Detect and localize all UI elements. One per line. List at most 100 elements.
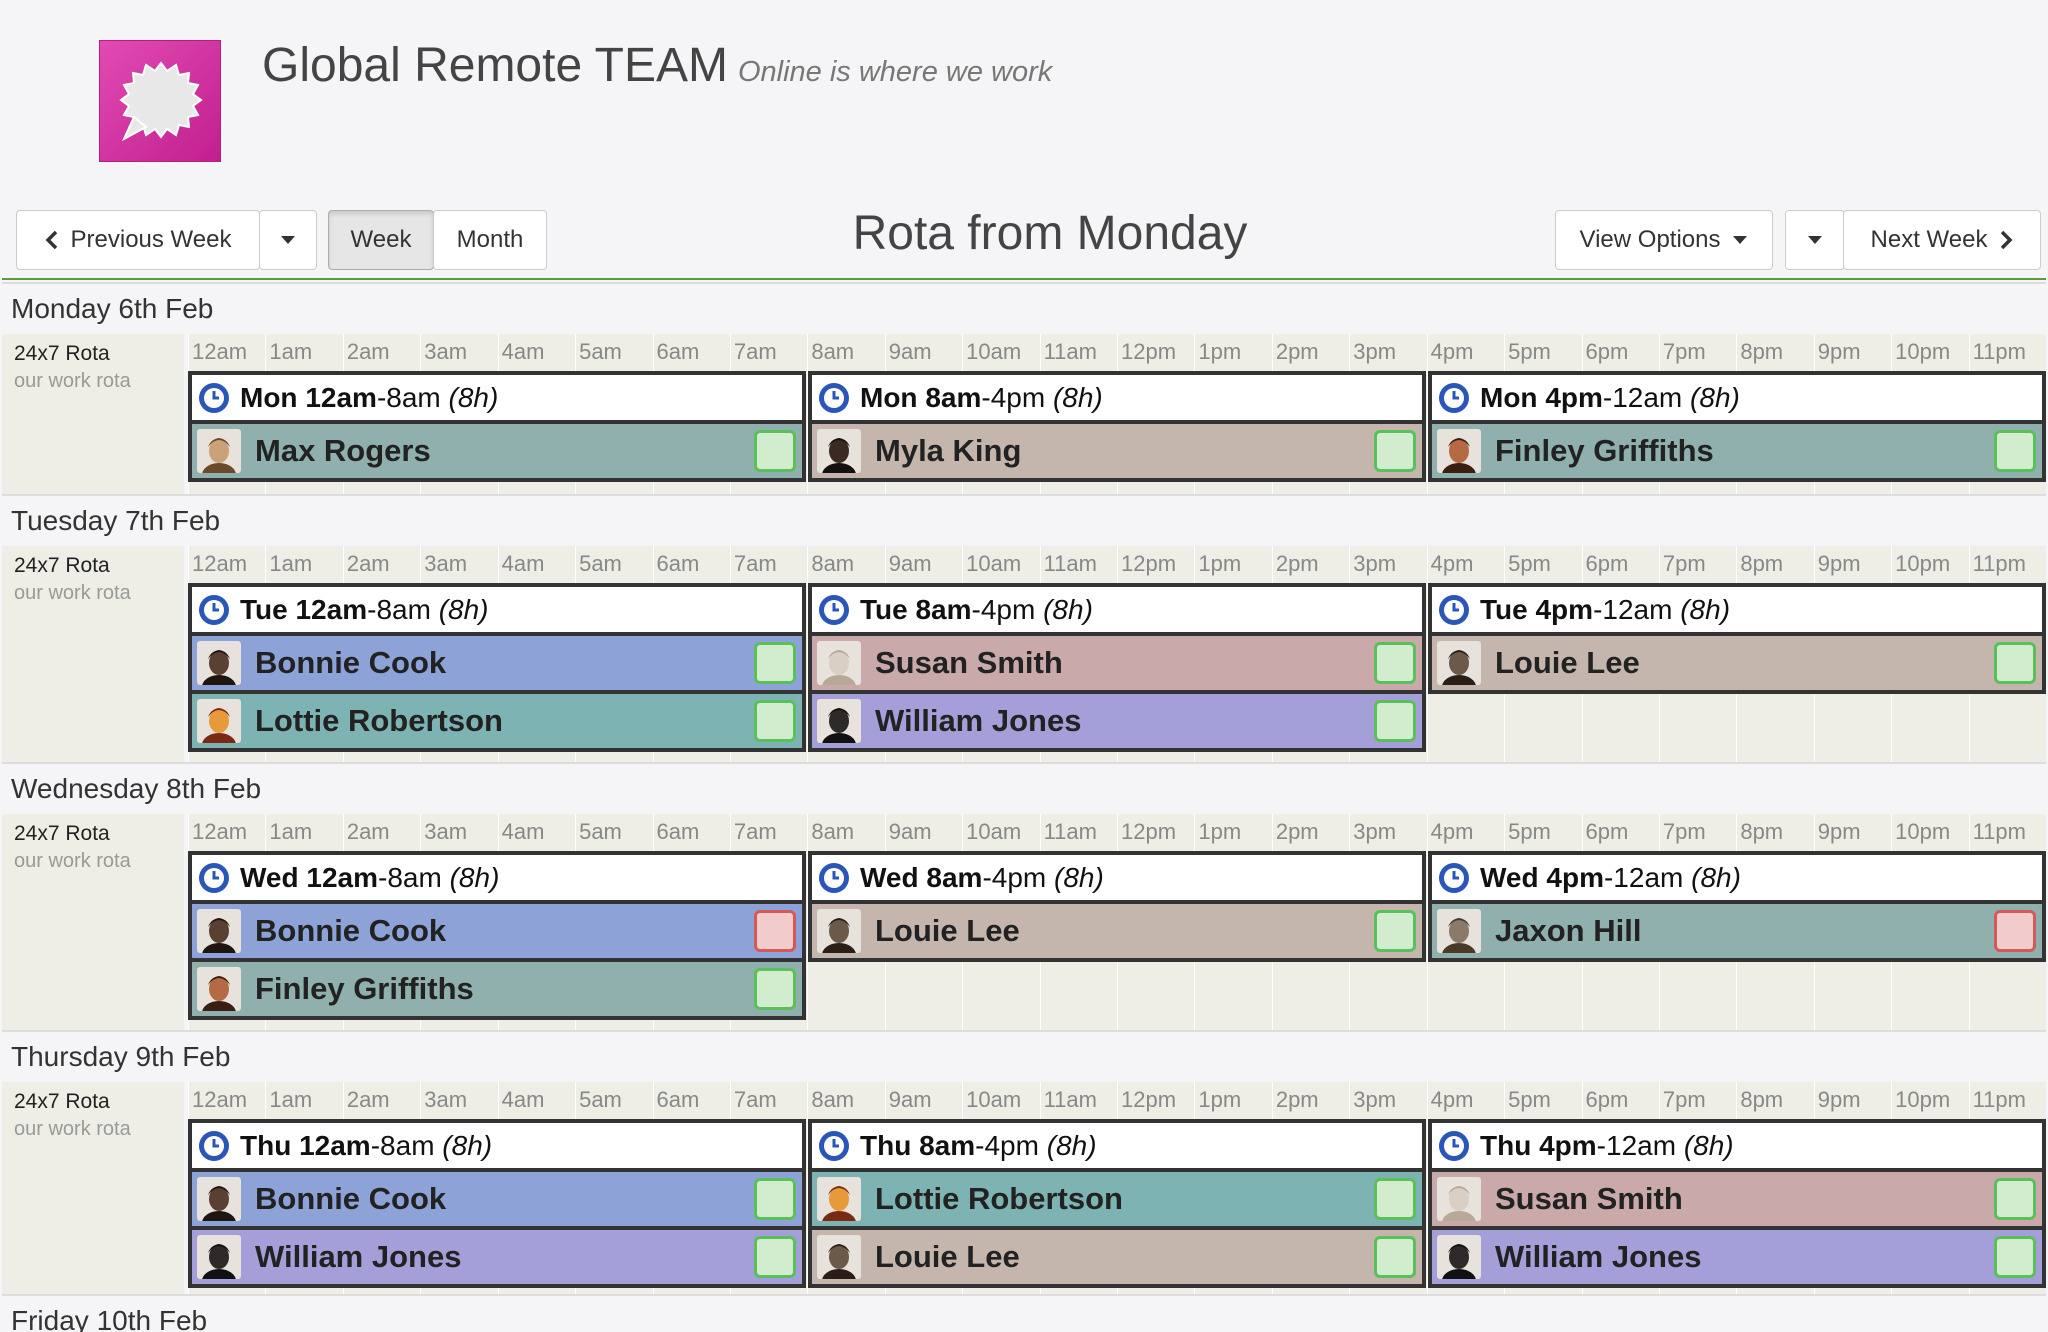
shift-assignee[interactable]: William Jones [192,1230,802,1284]
shift-assignee[interactable]: Max Rogers [192,424,802,478]
page-title: Rota from Monday [852,207,1248,260]
next-week-dropdown[interactable] [1785,210,1845,270]
confirm-checkbox[interactable] [1374,700,1416,742]
shift-header[interactable]: Mon 8am-4pm (8h) [812,375,1422,420]
hour-label: 2am [346,551,390,576]
shift-header[interactable]: Thu 12am-8am (8h) [192,1123,802,1168]
shift-day: Thu [240,1129,292,1161]
shift-header[interactable]: Wed 12am-8am (8h) [192,855,802,900]
shift-duration: (8h) [442,1129,493,1161]
confirm-checkbox[interactable] [754,430,796,472]
hour-label: 3am [424,1087,468,1112]
confirm-checkbox[interactable] [1994,1178,2036,1220]
shift-header[interactable]: Wed 8am-4pm (8h) [812,855,1422,900]
day-header: Thursday 9th Feb [2,1030,2046,1082]
confirm-checkbox[interactable] [1374,1178,1416,1220]
shift-assignee[interactable]: Finley Griffiths [1432,424,2042,478]
confirm-checkbox[interactable] [754,1236,796,1278]
confirm-checkbox[interactable] [1374,430,1416,472]
hour-label: 7pm [1662,339,1706,364]
clock-icon [199,1130,229,1161]
hour-label: 3am [424,819,468,844]
shift-start: 12am [295,593,368,625]
clock-icon [1439,1130,1469,1161]
shift-assignee[interactable]: Louie Lee [812,904,1422,958]
confirm-checkbox[interactable] [754,968,796,1010]
week-view-button[interactable]: Week [328,210,434,270]
avatar-8 [817,1235,861,1279]
shift-assignee[interactable]: Susan Smith [812,636,1422,690]
view-options-button[interactable]: View Options [1555,210,1773,270]
day-header: Tuesday 7th Feb [2,494,2046,546]
confirm-checkbox[interactable] [754,1178,796,1220]
month-view-button[interactable]: Month [433,210,547,270]
hour-label: 8am [811,819,855,844]
shift-assignee[interactable]: Susan Smith [1432,1172,2042,1226]
shift-block[interactable]: Mon 8am-4pm (8h)Myla King [808,371,1426,482]
previous-week-dropdown[interactable] [259,210,317,270]
confirm-checkbox[interactable] [1994,1236,2036,1278]
shift-assignee[interactable]: William Jones [1432,1230,2042,1284]
shift-assignee[interactable]: Louie Lee [1432,636,2042,690]
shift-assignee[interactable]: Finley Griffiths [192,962,802,1016]
rota-subtitle: our work rota [14,850,131,872]
confirm-checkbox[interactable] [1994,430,2036,472]
shift-assignee[interactable]: Bonnie Cook [192,904,802,958]
shift-block[interactable]: Mon 12am-8am (8h) Max Rogers [188,371,806,482]
shift-header[interactable]: Thu 4pm-12am (8h) [1432,1123,2042,1168]
shift-duration: (8h) [1691,861,1741,893]
avatar-4 [197,909,241,953]
shift-assignee[interactable]: William Jones [812,694,1422,748]
person-avatar-icon [197,909,241,953]
shift-assignee[interactable]: Lottie Robertson [192,694,802,748]
confirm-checkbox[interactable] [754,642,796,684]
shift-block[interactable]: Mon 4pm-12am (8h)Finley Griffiths [1428,371,2046,482]
shift-assignee[interactable]: Jaxon Hill [1432,904,2042,958]
confirm-checkbox[interactable] [1994,642,2036,684]
shift-assignee[interactable]: Bonnie Cook [192,1172,802,1226]
assignee-name: Lottie Robertson [875,1181,1123,1216]
assignee-name: Max Rogers [255,433,431,468]
shift-header[interactable]: Tue 8am-4pm (8h) [812,587,1422,632]
assignee-name: Louie Lee [1495,645,1640,680]
confirm-checkbox[interactable] [754,910,796,952]
confirm-checkbox[interactable] [1374,1236,1416,1278]
confirm-checkbox[interactable] [1374,910,1416,952]
shift-end: 4pm [991,861,1047,893]
shift-header[interactable]: Wed 4pm-12am (8h) [1432,855,2042,900]
shift-header[interactable]: Tue 12am-8am (8h) [192,587,802,632]
assignee-name: Lottie Robertson [255,703,503,738]
shift-block[interactable]: Wed 8am-4pm (8h)Louie Lee [808,851,1426,962]
hour-label: 4am [501,551,545,576]
shift-header[interactable]: Mon 12am-8am (8h) [192,375,802,420]
confirm-checkbox[interactable] [1374,642,1416,684]
rota-subtitle: our work rota [14,1118,131,1140]
hour-label: 4pm [1430,339,1474,364]
previous-week-button[interactable]: Previous Week [16,210,260,270]
shift-header[interactable]: Tue 4pm-12am (8h) [1432,587,2042,632]
shift-assignee[interactable]: Louie Lee [812,1230,1422,1284]
shift-assignee[interactable]: Bonnie Cook [192,636,802,690]
next-week-label: Next Week [1870,226,1988,253]
shift-header[interactable]: Mon 4pm-12am (8h) [1432,375,2042,420]
hour-label: 8am [811,1087,855,1112]
shift-assignee[interactable]: Lottie Robertson [812,1172,1422,1226]
shift-block[interactable]: Tue 4pm-12am (8h) Louie Lee [1428,583,2046,694]
hour-label: 5am [579,551,622,576]
next-week-button[interactable]: Next Week [1843,210,2041,270]
shift-block[interactable]: Wed 4pm-12am (8h)Jaxon Hill [1428,851,2046,962]
avatar-5 [197,699,241,743]
shift-assignee[interactable]: Myla King [812,424,1422,478]
confirm-checkbox[interactable] [754,700,796,742]
confirm-checkbox[interactable] [1994,910,2036,952]
shift-header[interactable]: Thu 8am-4pm (8h) [812,1123,1422,1168]
person-avatar-icon [817,429,861,473]
